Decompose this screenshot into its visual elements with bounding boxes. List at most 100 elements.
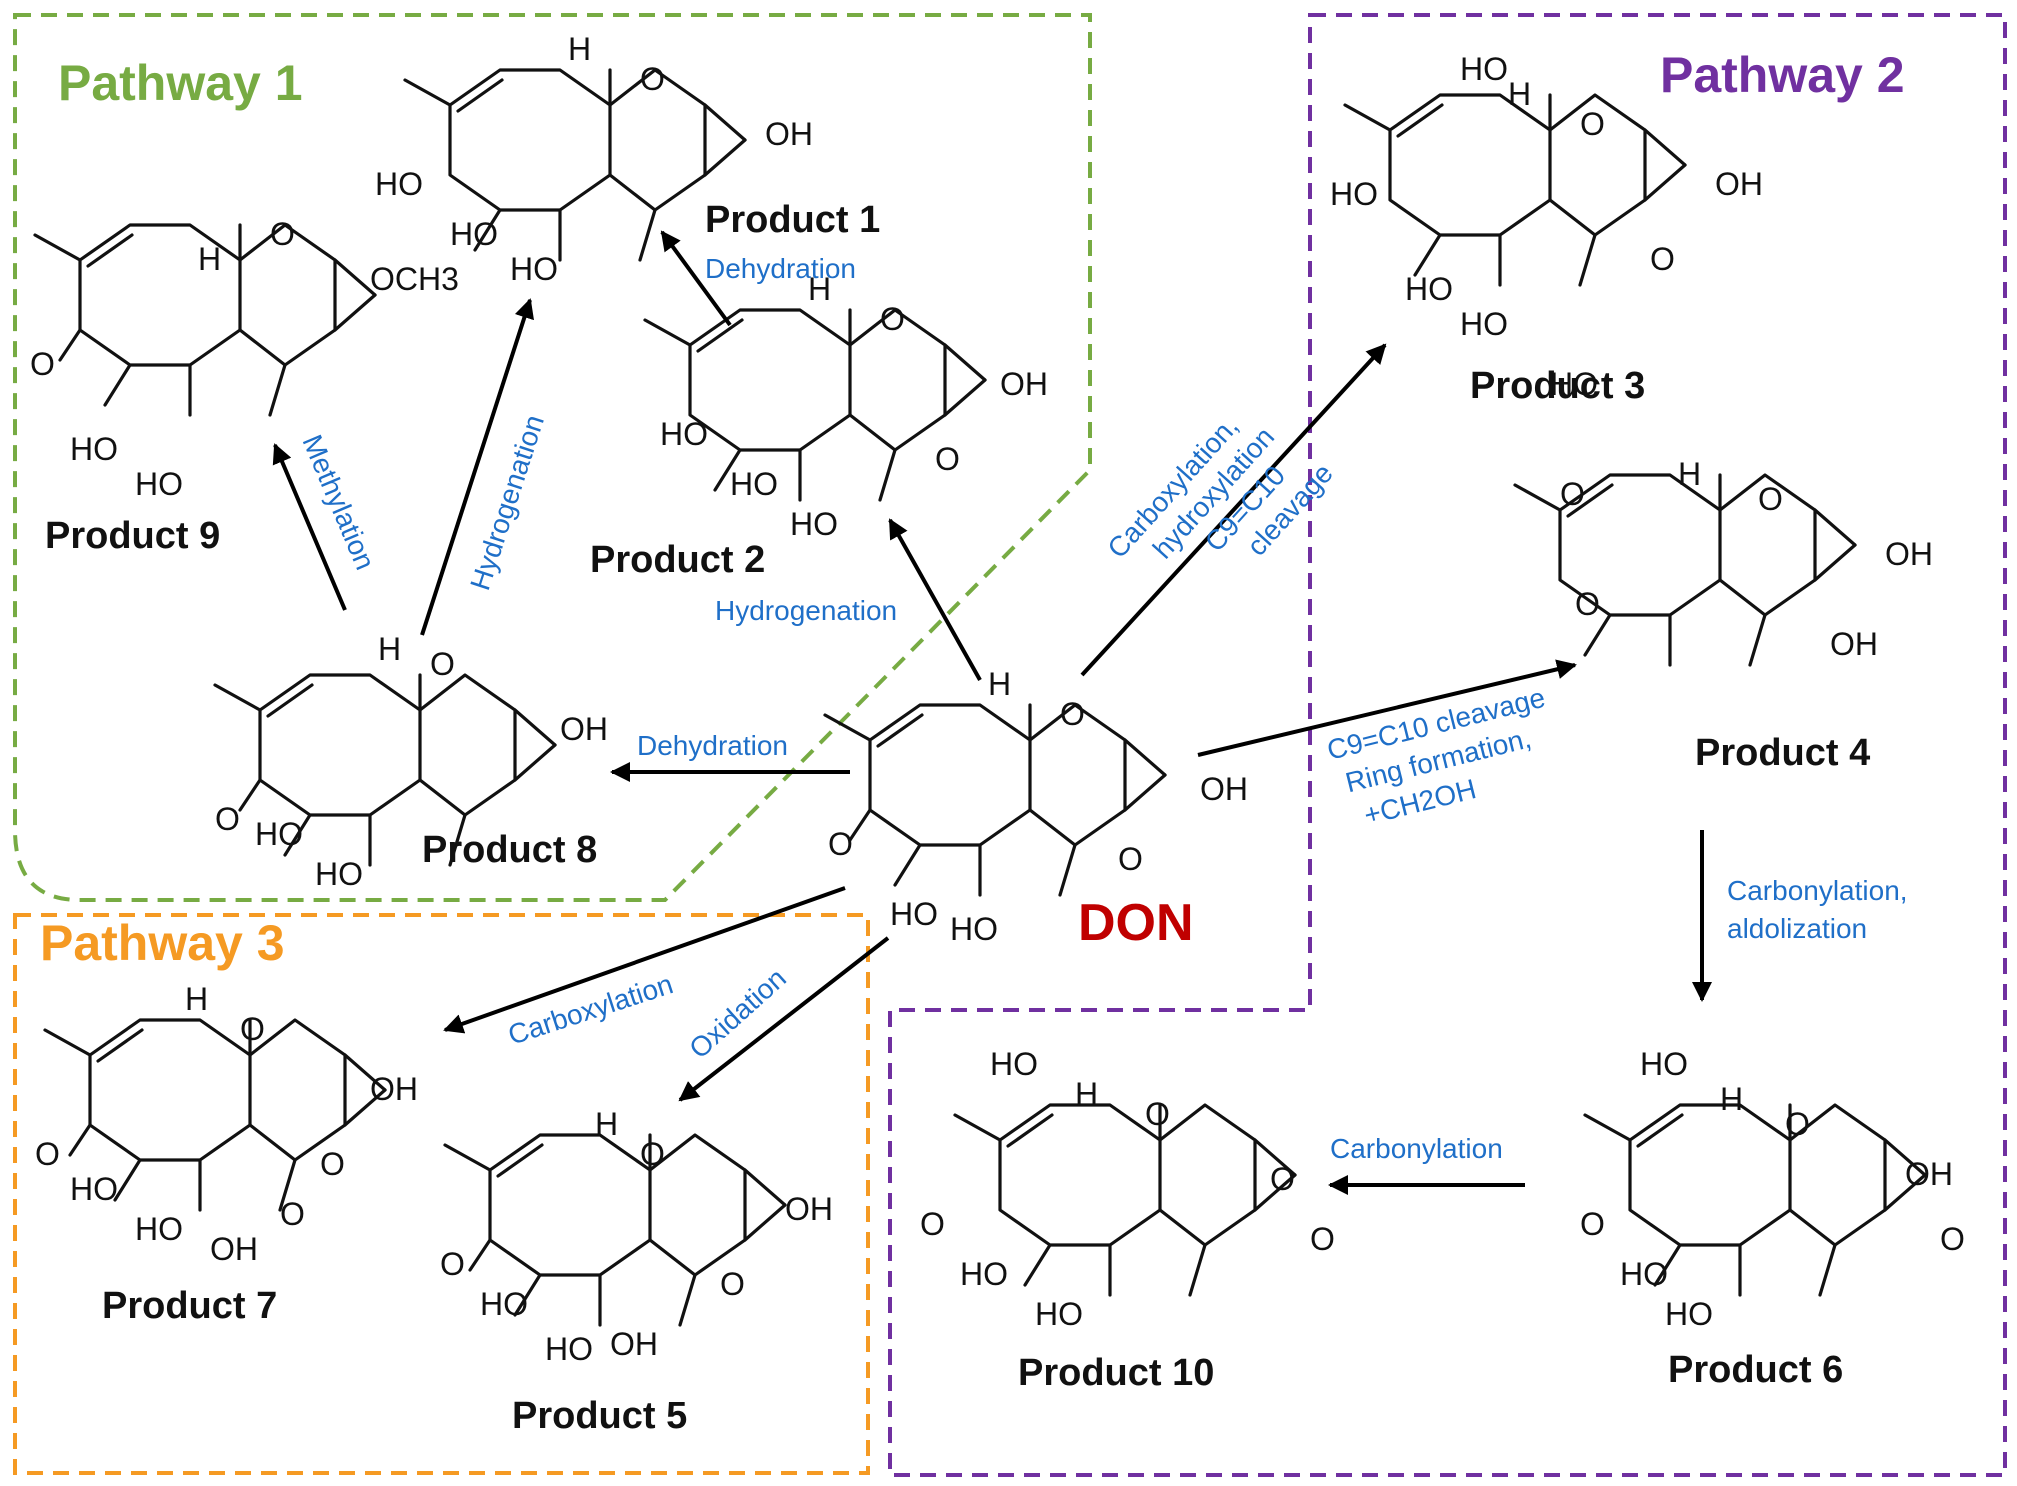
svg-text:HO: HO xyxy=(70,431,118,467)
rxn-p4-p6-line2: aldolization xyxy=(1727,913,1867,944)
svg-text:OH: OH xyxy=(610,1326,658,1362)
svg-text:H: H xyxy=(1075,1076,1098,1112)
svg-text:HO: HO xyxy=(1330,176,1378,212)
svg-text:O: O xyxy=(1060,696,1085,732)
product9-label: Product 9 xyxy=(45,515,220,557)
rxn-don-p4-label: C9=C10 cleavage Ring formation, +CH2OH xyxy=(1324,682,1548,831)
svg-text:O: O xyxy=(1785,1106,1810,1142)
don-label: DON xyxy=(1078,894,1194,952)
svg-text:HO: HO xyxy=(255,816,303,852)
product10-label: Product 10 xyxy=(1018,1352,1214,1394)
structure-product2: H O OH O HO HO HO xyxy=(643,271,1048,542)
svg-text:HO: HO xyxy=(890,896,938,932)
svg-text:H: H xyxy=(378,631,401,667)
arrow-don-to-p5 xyxy=(678,936,890,1102)
svg-text:O: O xyxy=(1940,1221,1965,1257)
svg-text:OH: OH xyxy=(560,711,608,747)
svg-text:O: O xyxy=(1270,1161,1295,1197)
product2-label: Product 2 xyxy=(590,539,765,581)
svg-text:OH: OH xyxy=(1905,1156,1953,1192)
svg-text:O: O xyxy=(1560,476,1585,512)
svg-text:O: O xyxy=(935,441,960,477)
rxn-carboxylation: Carboxylation xyxy=(504,968,676,1050)
rxn-methylation: Methylation xyxy=(296,430,380,574)
svg-text:HO: HO xyxy=(730,466,778,502)
svg-text:HO: HO xyxy=(480,1286,528,1322)
product3-label: Product 3 xyxy=(1470,365,1645,407)
svg-text:O: O xyxy=(720,1266,745,1302)
product8-label: Product 8 xyxy=(422,829,597,871)
structure-product1: H O OH HO HO HO xyxy=(375,31,813,287)
pathway3-box xyxy=(13,913,870,1475)
arrow-p8-to-p1 xyxy=(420,298,534,636)
svg-text:HO: HO xyxy=(960,1256,1008,1292)
svg-text:H: H xyxy=(1720,1081,1743,1117)
arrow-don-to-p4 xyxy=(1197,659,1577,757)
svg-text:O: O xyxy=(1118,841,1143,877)
structure-product3: HO H O OH O HO HO HO xyxy=(1330,51,1763,342)
pathway3-label: Pathway 3 xyxy=(40,915,285,971)
svg-text:O: O xyxy=(640,1136,665,1172)
svg-text:O: O xyxy=(640,61,665,97)
svg-text:O: O xyxy=(880,301,905,337)
svg-text:O: O xyxy=(1650,241,1675,277)
rxn-dehydration-p2-p1: Dehydration xyxy=(705,253,856,284)
svg-text:HO: HO xyxy=(1640,1046,1688,1082)
svg-text:H: H xyxy=(568,31,591,67)
svg-text:H: H xyxy=(185,981,208,1017)
svg-text:HO: HO xyxy=(1405,271,1453,307)
svg-text:OH: OH xyxy=(785,1191,833,1227)
svg-text:O: O xyxy=(1580,106,1605,142)
product4-label: Product 4 xyxy=(1695,732,1870,774)
svg-text:O: O xyxy=(828,826,853,862)
rxn-don-p3-label: Carboxylation, hydroxylation C9=C10 clea… xyxy=(1101,410,1338,564)
svg-text:OH: OH xyxy=(1200,771,1248,807)
svg-text:HO: HO xyxy=(70,1171,118,1207)
svg-text:O: O xyxy=(1758,481,1783,517)
svg-text:O: O xyxy=(440,1246,465,1282)
svg-text:HO: HO xyxy=(315,856,363,892)
svg-text:O: O xyxy=(1575,586,1600,622)
svg-text:HO: HO xyxy=(545,1331,593,1367)
svg-text:O: O xyxy=(430,646,455,682)
svg-text:OH: OH xyxy=(1000,366,1048,402)
svg-text:HO: HO xyxy=(135,1211,183,1247)
structure-product6: HO H O OH O O HO HO xyxy=(1580,1046,1965,1332)
product6-label: Product 6 xyxy=(1668,1349,1843,1391)
structure-product4: O O H O OH OH HO xyxy=(1513,366,1933,667)
svg-text:H: H xyxy=(988,666,1011,702)
svg-text:O: O xyxy=(215,801,240,837)
rxn-oxidation: Oxidation xyxy=(683,962,792,1064)
svg-text:HO: HO xyxy=(375,166,423,202)
svg-text:O: O xyxy=(35,1136,60,1172)
svg-text:H: H xyxy=(198,241,221,277)
structure-product8: O H O OH HO HO xyxy=(213,631,608,892)
svg-text:H: H xyxy=(595,1106,618,1142)
svg-text:OH: OH xyxy=(1715,166,1763,202)
svg-text:O: O xyxy=(1145,1096,1170,1132)
svg-text:H: H xyxy=(1678,456,1701,492)
svg-text:HO: HO xyxy=(1460,51,1508,87)
svg-text:OH: OH xyxy=(1885,536,1933,572)
rxn-hydrogenation-don-p2: Hydrogenation xyxy=(715,595,897,626)
rxn-hydrogenation-p8-p1: Hydrogenation xyxy=(464,411,550,594)
rxn-p4-p6-line1: Carbonylation, xyxy=(1727,875,1908,906)
svg-text:O: O xyxy=(1580,1206,1605,1242)
arrow-don-to-p7 xyxy=(443,886,846,1034)
pathway1-box xyxy=(13,13,1092,902)
arrow-don-to-p2 xyxy=(888,518,982,681)
product7-label: Product 7 xyxy=(102,1285,277,1327)
svg-text:H: H xyxy=(808,271,831,307)
svg-text:OH: OH xyxy=(210,1231,258,1267)
svg-text:O: O xyxy=(240,1011,265,1047)
svg-text:HO: HO xyxy=(660,416,708,452)
arrow-don-to-p3 xyxy=(1080,343,1387,677)
svg-text:HO: HO xyxy=(790,506,838,542)
structure-product5: O H O OH O HO HO OH xyxy=(440,1106,833,1367)
structure-product9: O H O OCH3 HO HO xyxy=(30,216,459,502)
svg-text:HO: HO xyxy=(510,251,558,287)
rxn-dehydration-don-p8: Dehydration xyxy=(637,730,788,761)
product1-label: Product 1 xyxy=(705,199,880,241)
